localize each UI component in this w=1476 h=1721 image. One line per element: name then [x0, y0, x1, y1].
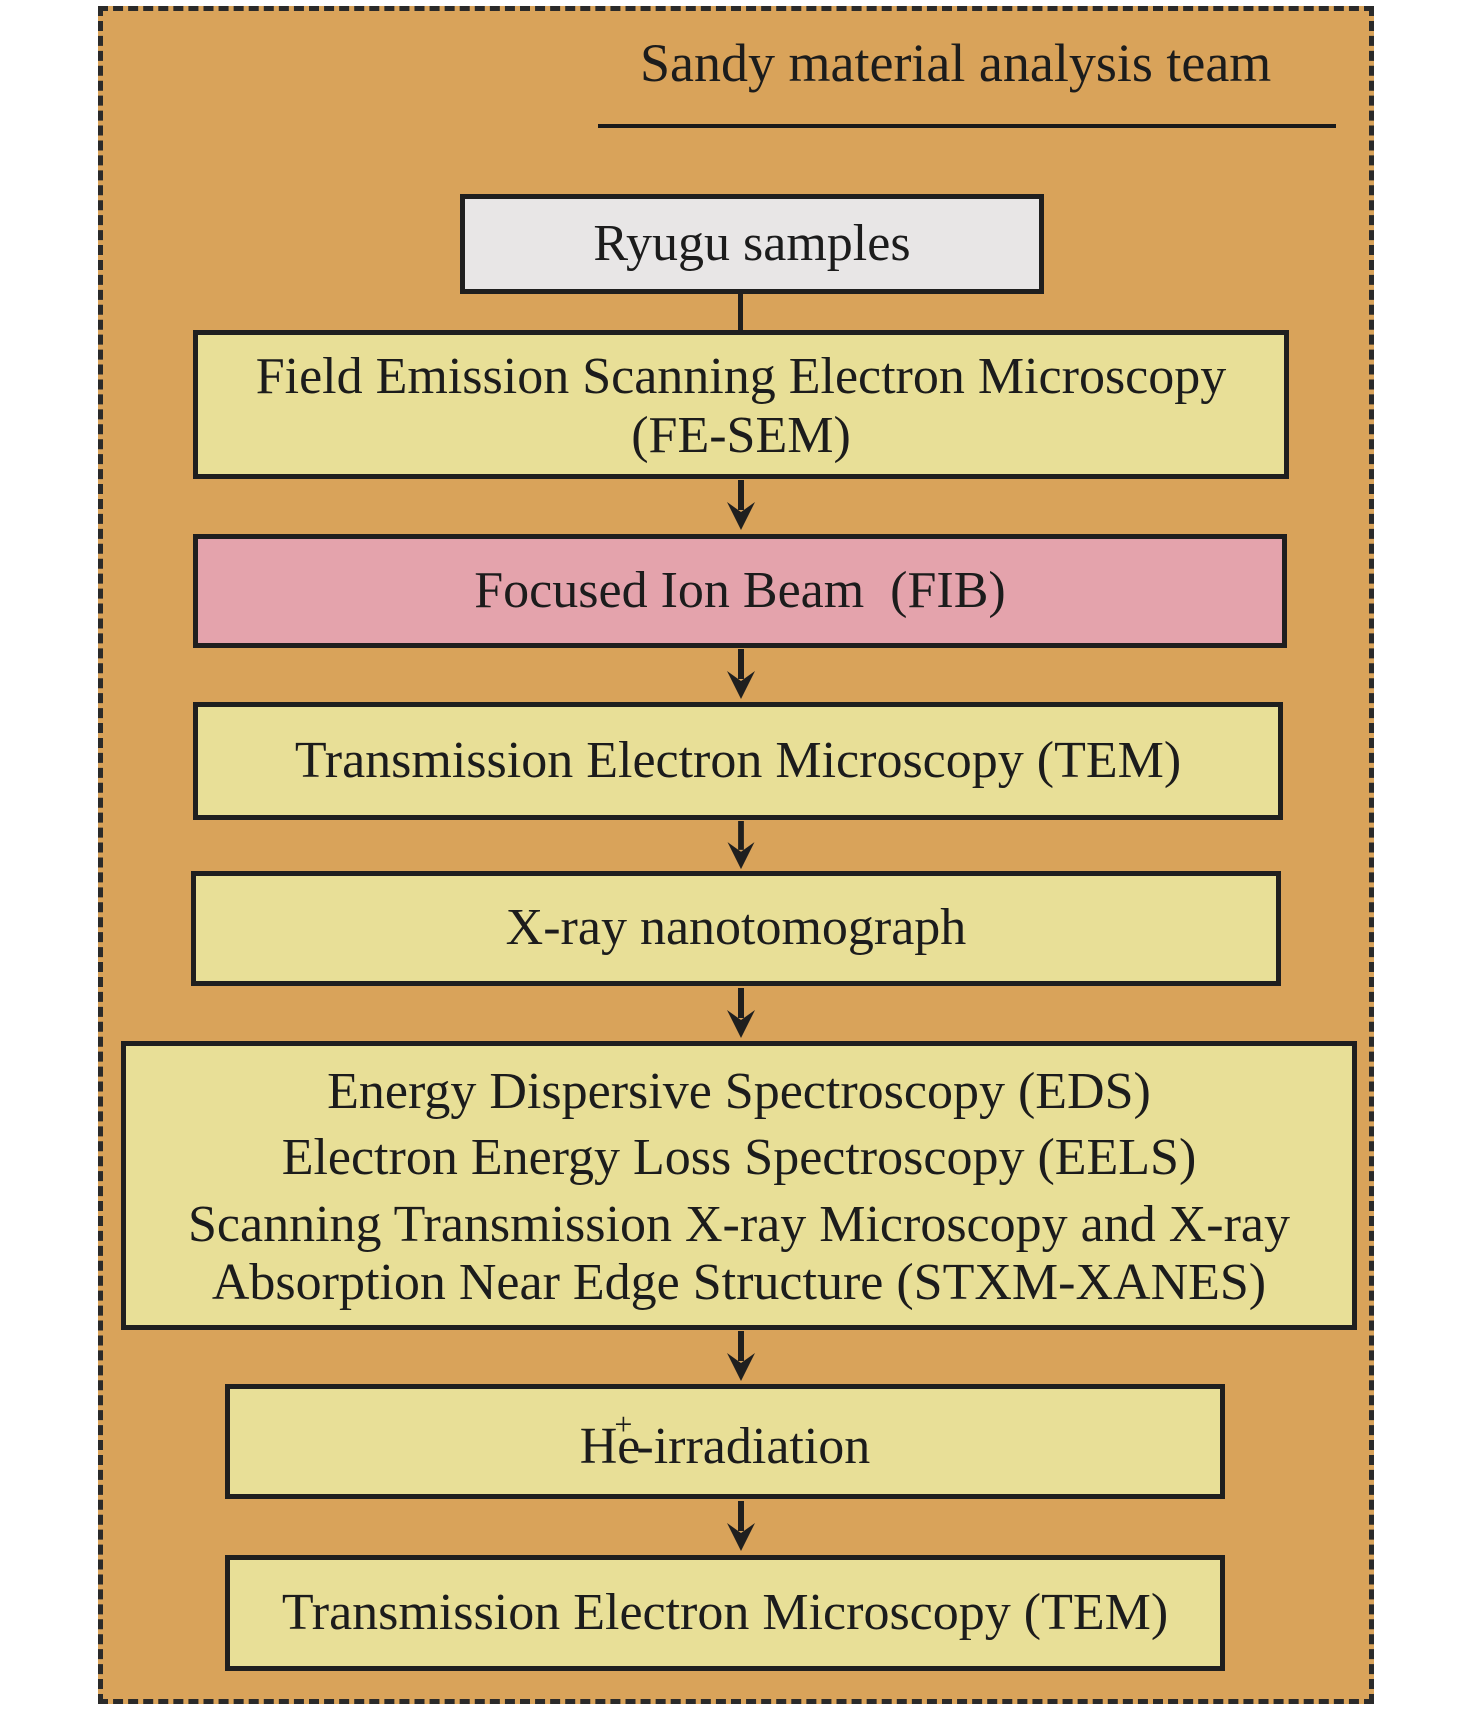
step-label: Transmission Electron Microscopy (TEM) [294, 731, 1182, 789]
step-label: X-ray nanotomograph [505, 899, 967, 957]
step-label: Transmission Electron Microscopy (TEM) [281, 1583, 1169, 1641]
step-x-ray-nanotomograph: X-ray nanotomograph [191, 871, 1281, 986]
step-label: Ryugu samples [593, 214, 911, 272]
step-tem-2: Transmission Electron Microscopy (TEM) [225, 1555, 1225, 1671]
step-label: Focused Ion Beam (FIB) [474, 561, 1006, 619]
team-title: Sandy material analysis team [640, 33, 1272, 93]
step-spectroscopy: Energy Dispersive Spectroscopy (EDS) Ele… [121, 1041, 1357, 1330]
step-he-irradiation: He+-irradiation [225, 1384, 1225, 1499]
step-label-stxm-1: Scanning Transmission X-ray Microscopy a… [188, 1195, 1290, 1253]
step-tem-1: Transmission Electron Microscopy (TEM) [193, 702, 1283, 820]
step-label-eds: Energy Dispersive Spectroscopy (EDS) [327, 1063, 1151, 1121]
plus-superscript: + [614, 1405, 633, 1442]
arrow-down-icon [727, 1331, 755, 1381]
step-label-stxm-2: Absorption Near Edge Structure (STXM-XAN… [211, 1253, 1267, 1311]
arrow-down-icon [727, 821, 755, 870]
arrow-down-icon [727, 988, 755, 1038]
step-label-eels: Electron Energy Loss Spectroscopy (EELS) [281, 1129, 1197, 1187]
step-label-line-1: Field Emission Scanning Electron Microsc… [255, 348, 1227, 406]
irradiation-text: -irradiation [636, 1417, 871, 1475]
arrow-down-icon [727, 649, 755, 699]
step-label-line-2: (FE-SEM) [631, 406, 851, 464]
he-text: He [579, 1417, 641, 1475]
step-fib: Focused Ion Beam (FIB) [193, 534, 1287, 648]
step-ryugu-samples: Ryugu samples [460, 194, 1044, 294]
connector-line [738, 294, 743, 330]
arrow-down-icon [727, 1501, 755, 1551]
title-underline [598, 124, 1336, 128]
step-label: He+-irradiation [579, 1405, 871, 1476]
arrow-down-icon [727, 480, 755, 530]
step-fe-sem: Field Emission Scanning Electron Microsc… [193, 330, 1289, 479]
